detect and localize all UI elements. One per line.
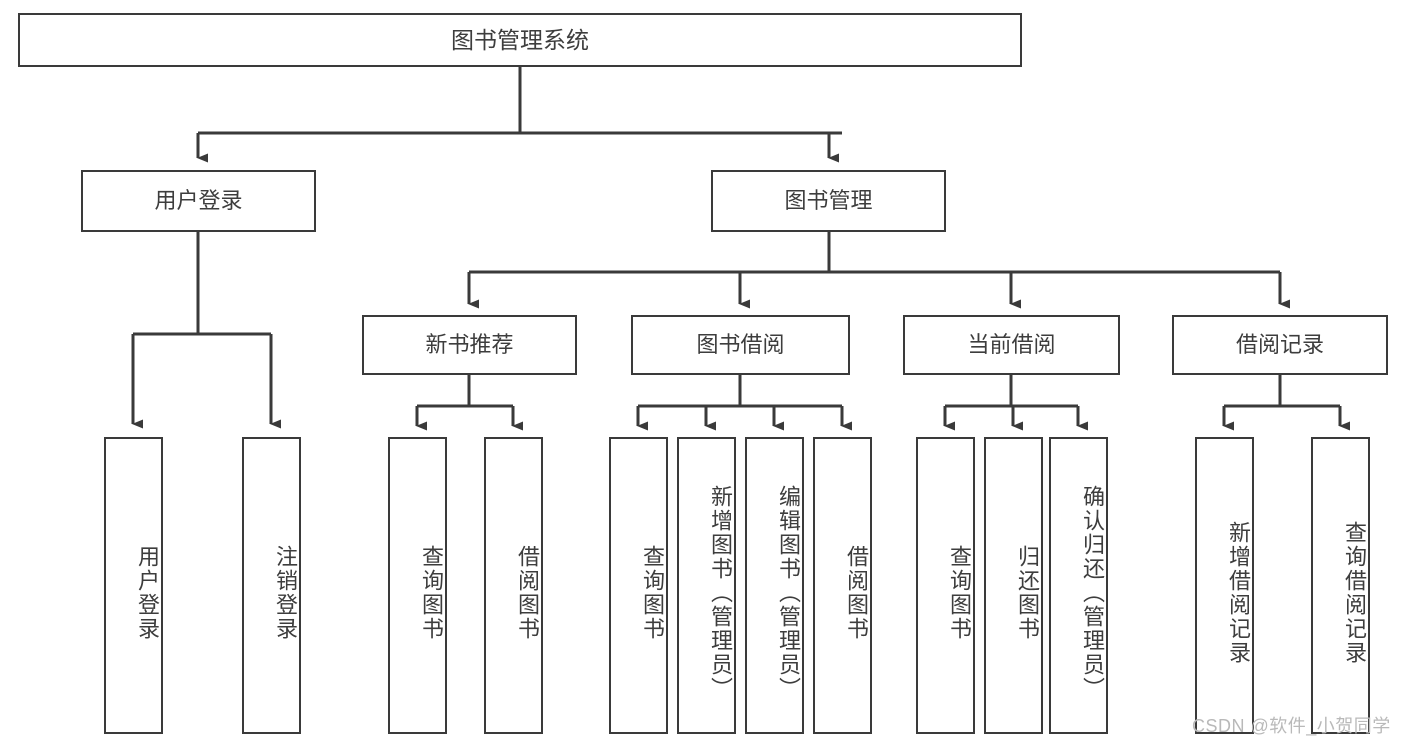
node-label: 借阅记录: [1235, 332, 1324, 358]
node-label: 注销登录: [273, 544, 298, 641]
node-label: 借阅图书: [844, 544, 869, 641]
leaf-record-query-record[interactable]: 查询借阅记录: [1311, 437, 1370, 734]
node-label: 用户登录: [135, 544, 160, 641]
leaf-record-add-record[interactable]: 新增借阅记录: [1195, 437, 1254, 734]
node-borrow-record[interactable]: 借阅记录: [1172, 315, 1388, 375]
node-root-system[interactable]: 图书管理系统: [18, 13, 1022, 67]
node-label: 图书管理: [784, 188, 873, 214]
node-label: 确认归还（管理员）: [1080, 484, 1105, 701]
leaf-user-login-login[interactable]: 用户登录: [104, 437, 163, 734]
node-label: 新增借阅记录: [1226, 520, 1251, 665]
node-label: 查询图书: [419, 544, 444, 641]
leaf-borrow-query-book[interactable]: 查询图书: [609, 437, 668, 734]
leaf-recommend-borrow-book[interactable]: 借阅图书: [484, 437, 543, 734]
node-label: 当前借阅: [967, 332, 1056, 358]
node-label: 新增图书（管理员）: [708, 484, 733, 701]
node-new-book-recommend[interactable]: 新书推荐: [362, 315, 577, 375]
node-label: 查询借阅记录: [1342, 520, 1367, 665]
leaf-current-query-book[interactable]: 查询图书: [916, 437, 975, 734]
leaf-recommend-query-book[interactable]: 查询图书: [388, 437, 447, 734]
csdn-watermark: CSDN @软件_小贺同学: [1192, 716, 1391, 736]
node-label: 借阅图书: [515, 544, 540, 641]
node-book-borrow[interactable]: 图书借阅: [631, 315, 850, 375]
leaf-borrow-edit-book[interactable]: 编辑图书（管理员）: [745, 437, 804, 734]
node-label: 新书推荐: [425, 332, 514, 358]
node-label: 编辑图书（管理员）: [776, 484, 801, 701]
leaf-user-login-logout[interactable]: 注销登录: [242, 437, 301, 734]
leaf-current-confirm-return[interactable]: 确认归还（管理员）: [1049, 437, 1108, 734]
node-label: 图书借阅: [696, 332, 785, 358]
node-label: 用户登录: [154, 188, 243, 214]
node-label: 查询图书: [640, 544, 665, 641]
node-label: 图书管理系统: [451, 26, 589, 53]
leaf-borrow-borrow-book[interactable]: 借阅图书: [813, 437, 872, 734]
node-label: 查询图书: [947, 544, 972, 641]
node-user-login[interactable]: 用户登录: [81, 170, 316, 232]
node-label: 归还图书: [1015, 544, 1040, 641]
node-book-management[interactable]: 图书管理: [711, 170, 946, 232]
leaf-borrow-add-book[interactable]: 新增图书（管理员）: [677, 437, 736, 734]
leaf-current-return-book[interactable]: 归还图书: [984, 437, 1043, 734]
node-current-borrow[interactable]: 当前借阅: [903, 315, 1120, 375]
